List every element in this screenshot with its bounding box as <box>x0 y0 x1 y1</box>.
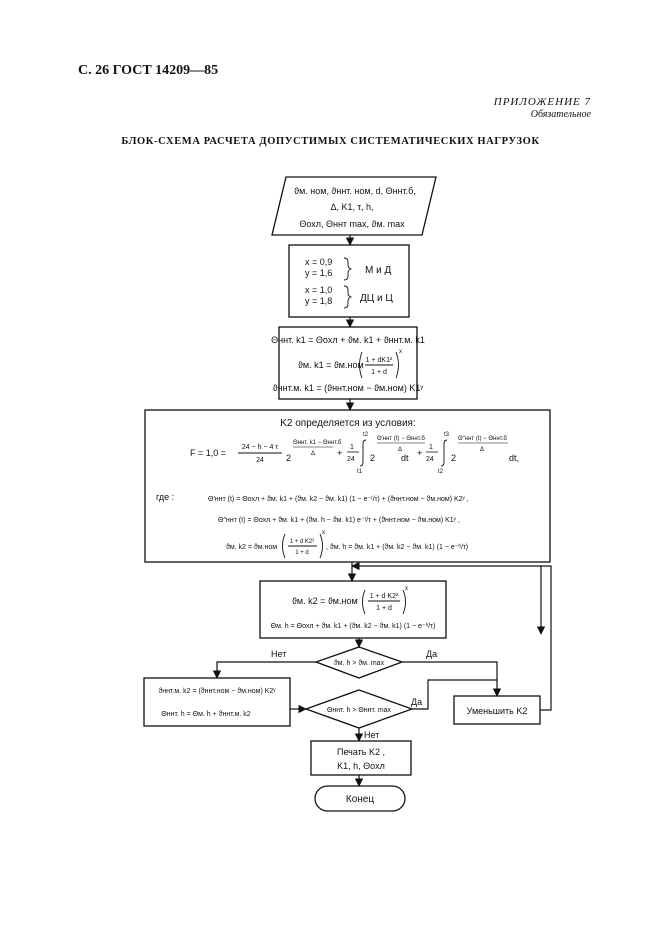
input-line-3: Θохл, Θннт max, ϑм. max <box>299 219 405 229</box>
appendix-label: ПРИЛОЖЕНИЕ 7 Обязательное <box>494 96 591 120</box>
k2-where-2: Θ″ннт (t) = Θохл + ϑм. k1 + (ϑм. h − ϑм.… <box>218 517 460 524</box>
k2-w3-exp: x <box>322 530 325 536</box>
k2-exp1: Θннт. k1 − Θннт.б <box>293 440 342 446</box>
decision-2-yes: Да <box>411 697 422 707</box>
decision-2-condition: Θннт. h > Θннт. max <box>327 707 392 714</box>
k2-t3-lower: t2 <box>438 469 444 475</box>
decision-1-no: Нет <box>271 649 286 659</box>
k2-exp3-delta: Δ <box>480 447 484 453</box>
arrow-decision1-yes <box>402 661 502 697</box>
k2-base-2c: 2 <box>451 453 456 463</box>
k2-exp2: Θ′ннт (t) − Θннт.б <box>377 436 425 442</box>
k2-base-2a: 2 <box>286 453 291 463</box>
k2-where: где : <box>156 492 174 502</box>
init-f3: ϑннт.м. k1 = (ϑннт.ном − ϑм.ном) K1ʸ <box>273 383 424 393</box>
k2-24-1: 24 <box>347 456 355 463</box>
k2-t-upper-1: t2 <box>363 432 369 438</box>
left-calc-f2: Θннт. h = Θм. h + ϑннт.м. k2 <box>161 711 251 718</box>
document-title: БЛОК-СХЕМА РАСЧЕТА ДОПУСТИМЫХ СИСТЕМАТИЧ… <box>121 136 540 147</box>
k2-one-2: 1 <box>429 444 433 451</box>
k2-frac-den: 24 <box>256 457 264 464</box>
calc2-f1-num: 1 + d K2² <box>370 593 399 600</box>
k2-condition-box <box>144 409 551 563</box>
left-calc-f1: ϑннт.м. k2 = (ϑннт.ном − ϑм.ном) K2ʸ <box>158 688 276 695</box>
coef-label-2: ДЦ и Ц <box>360 293 393 304</box>
end-label: Конец <box>346 794 374 805</box>
k2-base-2b: 2 <box>370 453 375 463</box>
coef-x2: x = 1,0 <box>305 285 332 295</box>
k2-24-2: 24 <box>426 456 434 463</box>
init-f2-num: 1 + dK1² <box>366 357 393 364</box>
integral-sign-2 <box>440 439 448 467</box>
k2-one-1: 1 <box>350 444 354 451</box>
k2-where-1: Θ′ннт (t) = Θохл + ϑм. k1 + (ϑм. k2 − ϑм… <box>208 496 469 503</box>
calc2-f1-den: 1 + d <box>376 605 392 612</box>
init-f2-parens <box>359 351 399 379</box>
coef-y1: y = 1,6 <box>305 268 332 278</box>
init-f1: Θннт. k1 = Θохл + ϑм. k1 + ϑннт.м. k1 <box>271 335 425 345</box>
appendix-status: Обязательное <box>530 109 591 120</box>
decision-1-diamond <box>314 646 404 679</box>
print-line-2: K1, h, Θохл <box>337 761 385 771</box>
appendix-number: ПРИЛОЖЕНИЕ 7 <box>493 96 591 108</box>
k2-frac-num: 24 − h − 4 τ <box>242 444 278 451</box>
k2-where-3-left: ϑм. k2 = ϑм.ном <box>226 544 277 551</box>
input-line-2: Δ, K1, τ, h, <box>330 202 373 212</box>
k2-dt-2: dt, <box>509 453 519 463</box>
input-line-1: ϑм. ном, ϑннт. ном, d, Θннт.б, <box>294 186 416 196</box>
init-f2-left: ϑм. k1 = ϑм.ном <box>298 360 364 370</box>
left-calc-box <box>143 677 291 727</box>
decision-2-no: Нет <box>364 730 379 740</box>
k2-t-lower-1: t1 <box>357 469 363 475</box>
k2-exp2-delta: Δ <box>398 447 402 453</box>
coef-braces <box>343 257 353 309</box>
reduce-k2-label: Уменьшить K2 <box>467 706 528 716</box>
k2-w3-den: 1 + d <box>295 550 309 556</box>
coef-y2: y = 1,8 <box>305 296 332 306</box>
k2-heading: K2 определяется из условия: <box>280 418 416 429</box>
calc2-f1-exp: x <box>405 586 408 592</box>
calc2-f2: Θм. h = Θохл + ϑм. k1 + (ϑм. k2 − ϑм. k1… <box>271 623 436 630</box>
calc2-parens <box>362 589 406 615</box>
decision-1-condition: ϑм. h > ϑм. max <box>334 660 385 667</box>
k2-exp1-delta: Δ <box>311 451 315 457</box>
k2-w3-parens <box>282 533 323 559</box>
integral-sign-1 <box>359 439 367 467</box>
k2-plus-2: + <box>417 448 422 458</box>
input-parallelogram <box>271 176 437 236</box>
calc2-f1-left: ϑм. k2 = ϑм.ном <box>292 596 358 606</box>
k2-exp3: Θ″ннт (t) − Θннт.б <box>458 436 507 442</box>
k2-where-3-right: , ϑм. h = ϑм. k1 + (ϑм. k2 − ϑм. k1) (1 … <box>326 544 468 551</box>
init-f2-exp: x <box>399 349 402 355</box>
arrow-decision1-no <box>212 661 316 679</box>
coef-label-1: М и Д <box>365 265 391 276</box>
decision-1-yes: Да <box>426 649 437 659</box>
coef-x1: x = 0,9 <box>305 257 332 267</box>
coefficients-box <box>288 244 410 318</box>
print-line-1: Печать K2 , <box>337 747 385 757</box>
arrow-decision2-yes <box>412 679 497 710</box>
k2-t3-upper: t3 <box>444 432 450 438</box>
init-f2-den: 1 + d <box>371 369 387 376</box>
k2-dt-1: dt <box>401 453 409 463</box>
k2-f-left: F = 1,0 = <box>190 448 226 458</box>
k2-plus-1: + <box>337 448 342 458</box>
loop-reduce-back <box>351 561 552 711</box>
page-header: С. 26 ГОСТ 14209—85 <box>78 63 219 78</box>
k2-w3-num: 1 + d K2² <box>290 539 315 545</box>
